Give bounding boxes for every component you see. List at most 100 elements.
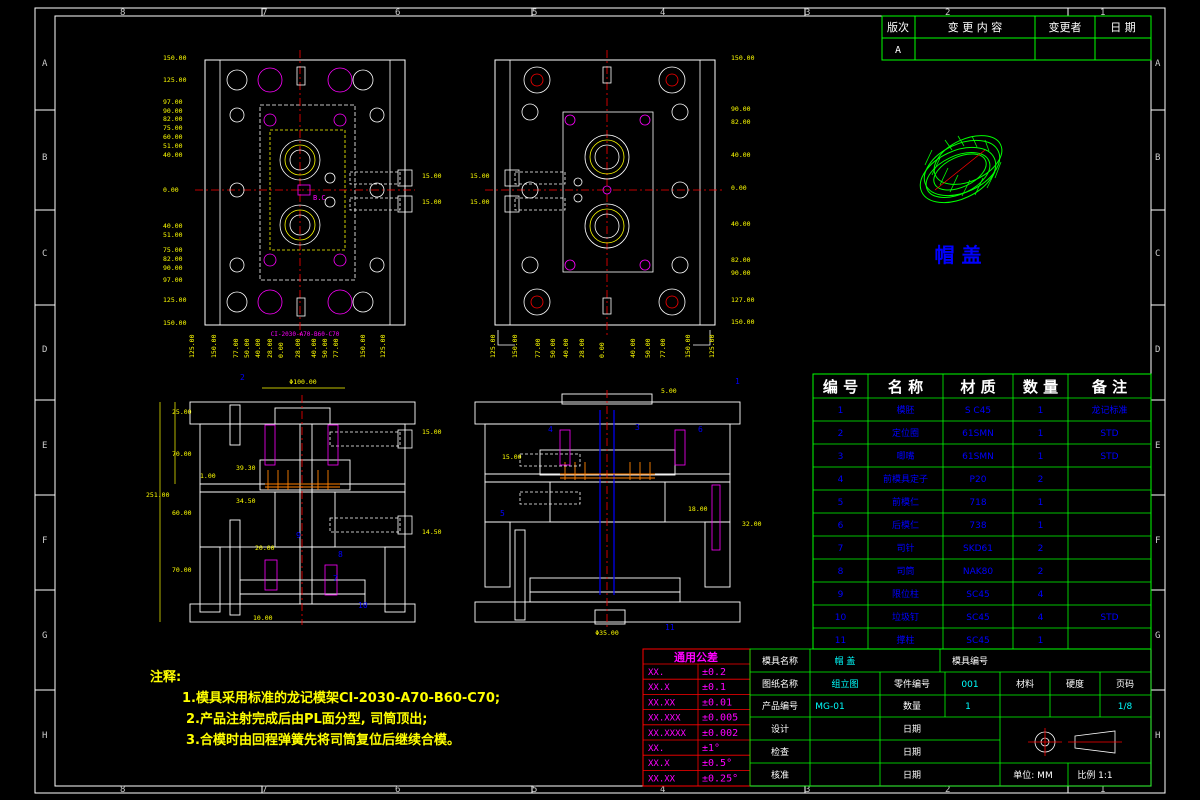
border-bottom-number: 5 [532,785,537,795]
projection-symbol [1028,728,1122,756]
tb-drawing-name: 组立图 [831,678,858,690]
border-top-number: 1 [1100,8,1105,18]
border-bottom-number: 3 [805,785,810,795]
tolerance-value: ±0.1 [702,682,726,693]
border-left-letter: H [42,731,47,741]
bom-cell: 定位圈 [892,427,919,439]
item-balloon: 11 [665,623,675,632]
item-balloon: 2 [240,373,245,382]
left-plan-bottom-dimension: 28.00 [266,338,274,358]
right-section-dimension: 32.00 [742,520,762,528]
tolerance-format: XX.X [648,683,670,693]
left-section-diam-top: Φ100.00 [289,378,316,386]
left-plan-dimension: 40.00 [163,151,183,159]
right-plan-dimension: 0.00 [731,184,747,192]
border-right-letter: E [1155,441,1160,451]
bom-cell: SC45 [966,590,989,600]
tb-scale: 比例 1:1 [1077,769,1112,781]
bom-cell: 4 [1038,590,1044,600]
left-section-dimension: 15.00 [422,428,442,436]
rev-header-author: 变更者 [1049,20,1082,34]
right-plan-bottom-dimension: 40.00 [629,338,637,358]
tb-material-label: 材料 [1016,678,1034,690]
rev-row-version: A [895,45,901,56]
bom-cell: 738 [969,521,986,531]
left-section-dimension: 1.00 [200,472,216,480]
left-plan-dimension: 40.00 [163,222,183,230]
rev-header-date: 日 期 [1110,21,1136,34]
item-balloon: 5 [500,509,505,518]
tb-mold-name-label: 模具名称 [762,655,798,667]
bom-cell: 61SMN [962,452,994,462]
right-plan-dimension: 40.00 [731,220,751,228]
tolerance-format: XX.XXXX [648,729,687,739]
right-section-dimension: 5.00 [661,387,677,395]
bom-cell: 4 [838,475,844,485]
left-plan-bottom-dimension: 0.00 [277,342,285,358]
bom-header: 备 注 [1091,378,1127,396]
tolerance-format: XX.X [648,759,670,769]
border-left-letter: C [42,249,47,259]
tb-product-no: MG-01 [815,702,844,712]
item-balloon: 1 [735,377,740,386]
border-right-letter: A [1155,59,1161,69]
border-left-letter: G [42,631,47,641]
right-plan-bottom-dimension: 150.00 [684,334,692,358]
tolerance-value: ±0.01 [702,697,732,708]
left-plan-dimension: 51.00 [163,142,183,150]
tolerance-format: XX.XX [648,698,676,708]
item-balloon: 4 [548,425,553,434]
tb-part-no: 001 [961,680,978,690]
tolerance-value: ±0.002 [702,728,738,739]
bom-cell: 718 [969,498,986,508]
note-line-2: 2.产品注射完成后由PL面分型, 司筒顶出; [186,712,428,727]
left-section-dimension: 20.00 [255,544,275,552]
bom-cell: 4 [1038,613,1044,623]
left-plan-bottom-dimension: 150.00 [210,334,218,358]
part-name-title: 帽 盖 [935,243,982,267]
notes-block: 注释: 1.模具采用标准的龙记模架CI-2030-A70-B60-C70; 2.… [150,667,500,751]
right-plan-bottom-dimension: 0.00 [598,342,606,358]
item-balloon: 7 [333,574,338,583]
border-bottom-number: 7 [262,785,267,795]
bom-cell: 2 [1038,544,1044,554]
left-plan-dimension: 60.00 [163,133,183,141]
bom-header: 数 量 [1023,378,1058,396]
bom-cell: 61SMN [962,429,994,439]
zone-ticks [35,8,1165,793]
tb-page-label: 页码 [1116,679,1134,690]
left-plan-dimension: 75.00 [163,124,183,132]
bom-cell: 1 [1038,452,1044,462]
note-line-3: 3.合模时由回程弹簧先将司筒复位后继续合模。 [186,733,460,748]
tb-mold-name: 帽 盖 [835,655,856,667]
bom-cell: 2 [1038,475,1044,485]
border-top-number: 7 [262,8,267,18]
right-plan-bottom-dimension: 40.00 [562,338,570,358]
left-plan-bottom-dimension: 125.00 [188,334,196,358]
item-balloon: 3 [635,423,640,432]
border-right-letter: F [1155,536,1160,546]
tb-check-label: 检查 [771,746,789,758]
border-right-letter: B [1155,153,1160,163]
bom-cell: 3 [838,452,844,462]
tb-part-no-label: 零件编号 [894,678,930,690]
bom-cell: P20 [970,475,987,485]
right-plan-bottom-dimension: 50.00 [549,338,557,358]
right-plan-bottom-dimension: 50.00 [644,338,652,358]
bom-cell: 2 [1038,567,1044,577]
left-plan-bottom-dimension: 77.00 [232,338,240,358]
tb-drawing-name-label: 图纸名称 [762,678,798,690]
bom-cell: 限位柱 [892,588,919,600]
tolerance-title: 通用公差 [674,650,718,664]
left-plan-dimension: 150.00 [163,54,187,62]
border-bottom-number: 4 [660,785,665,795]
bom-cell: 8 [838,567,844,577]
border-right-letter: G [1155,631,1160,641]
left-plan-dimension: 0.00 [163,186,179,194]
left-section-dimension: 251.00 [146,491,170,499]
left-plan-bottom-dimension: 50.00 [321,338,329,358]
bom-cell: SC45 [966,613,989,623]
